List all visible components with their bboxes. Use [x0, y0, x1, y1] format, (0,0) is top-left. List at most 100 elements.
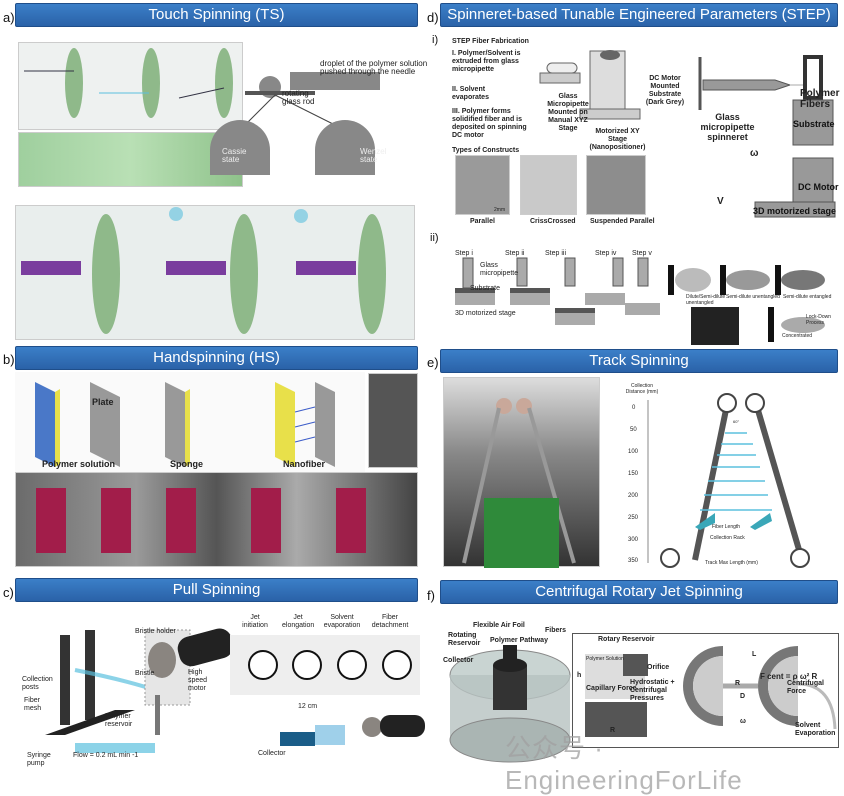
- hydrostatic-label: Hydrostatic + Centrifugal Pressures: [630, 679, 675, 702]
- flow-label: Flow = 0.2 mL min -1: [73, 752, 139, 759]
- substrate-label-ii: Substrate: [470, 285, 500, 292]
- sponge-label: Sponge: [170, 459, 203, 469]
- panel-e-label: e): [427, 355, 439, 370]
- sub-ii-label: ii): [430, 232, 439, 244]
- panel-e-title: Track Spinning: [440, 349, 838, 373]
- plates-illustration: [35, 382, 335, 467]
- polymer-pathway-label: Polymer Pathway: [490, 637, 548, 644]
- reservoir-label: Polymer reservoir: [105, 713, 133, 728]
- rotating-reservoir-label: Rotating Reservoir: [448, 632, 481, 647]
- regime-4-label: Concentrated: [782, 333, 813, 339]
- angle-label: 60°: [733, 419, 740, 424]
- concentration-regimes-drawing: [668, 265, 825, 345]
- tick-250: 250: [628, 515, 639, 521]
- watermark: 公众号 · EngineeringForLife: [505, 733, 743, 795]
- pipette-stage-label: Glass Micropipette Mounted on Manual XYZ…: [547, 93, 589, 132]
- v-label: V: [717, 196, 724, 207]
- nanofiber-label: Nanofiber: [283, 459, 326, 469]
- omega-f-label: ω: [740, 718, 746, 725]
- stage-label-ii: 3D motorized stage: [455, 310, 516, 317]
- panel-f-label: f): [427, 588, 435, 603]
- centrifugal-force-label: Centrifugal Force: [787, 680, 824, 695]
- polymer-fibers-label: Polymer Fibers: [800, 88, 840, 110]
- wenzel-label: Wenzel state: [360, 147, 387, 164]
- polymer-solution-label: Polymer solution: [42, 459, 116, 469]
- sem-image: [368, 373, 418, 468]
- tick-350: 350: [628, 558, 639, 564]
- radius-label: R: [735, 680, 741, 687]
- air-foil-label: Flexible Air Foil: [473, 622, 525, 629]
- h-label: h: [577, 672, 582, 679]
- step-iv-label: Step iv: [595, 250, 617, 257]
- crisscrossed-label: CrissCrossed: [530, 218, 576, 225]
- rod-annotation: rotating glass rod: [282, 89, 315, 106]
- R-label: R: [610, 727, 616, 734]
- tick-150: 150: [628, 471, 639, 477]
- L-label: L: [752, 651, 757, 658]
- spinning-disk-illustration: [24, 48, 233, 118]
- tick-0: 0: [632, 405, 636, 411]
- solvent-evaporation-f-label: Solvent Evaporation: [795, 722, 836, 737]
- scale-bar-label: 2mm: [494, 207, 506, 213]
- cassie-wenzel-diagram: [210, 72, 380, 175]
- step-i-label: Step i: [455, 250, 473, 257]
- construct-suspended-image: [586, 155, 646, 215]
- rjs-device-drawing: [449, 645, 571, 763]
- step-3-text: III. Polymer forms solidified fiber and …: [452, 108, 527, 139]
- polymer-solution-label-f: Polymer Solution: [586, 656, 624, 662]
- xy-stage-label: Motorized XY Stage (Nanopositioner): [589, 128, 646, 151]
- pull-spinning-diagram: [45, 628, 425, 753]
- track-photo-drawing: [462, 398, 576, 568]
- lockdown-label: Lock-Down Process: [806, 314, 832, 326]
- regime-1-label: Dilute/Semi-dilute unentangled: [686, 294, 726, 306]
- panel-b-label: b): [3, 352, 15, 367]
- collector-label-f: Collector: [443, 657, 474, 664]
- panel-a-title: Touch Spinning (TS): [15, 3, 418, 27]
- collection-rack-label: Collection Rack: [710, 535, 745, 541]
- handspinning-photos: [36, 488, 366, 553]
- ts-render-bottom: [15, 205, 415, 340]
- step-schematic: [698, 55, 836, 218]
- construct-crisscrossed-image: [520, 155, 577, 215]
- touch-spinning-steps: [21, 207, 386, 334]
- step-setup-drawing: [539, 50, 641, 120]
- sub-i-label: i): [432, 34, 439, 46]
- regime-3-label: Semi-dilute entangled: [783, 294, 832, 300]
- orifice-label: Orifice: [647, 664, 670, 671]
- track-schematic: [647, 393, 810, 568]
- substrate-label: Substrate: [793, 119, 835, 129]
- fab-title: STEP Fiber Fabrication: [452, 38, 529, 45]
- jet-initiation-label: Jet initiation: [242, 614, 268, 629]
- hs-photos: [15, 472, 418, 567]
- fiber-detachment-label: Fiber detachment: [371, 614, 409, 629]
- omega-label: ω: [750, 148, 759, 159]
- construct-parallel-image: [455, 155, 510, 215]
- collector-label: Collector: [258, 750, 286, 757]
- axis-title: Collection Distance (mm): [625, 383, 659, 395]
- glass-spinneret-label: Glass micropipette spinneret: [700, 112, 755, 142]
- tick-300: 300: [628, 537, 639, 543]
- dc-motor-substrate-label: DC Motor Mounted Substrate (Dark Grey): [645, 75, 685, 106]
- fiber-mesh-label: Fiber mesh: [24, 697, 42, 712]
- constructs-title: Types of Constructs: [452, 147, 520, 154]
- fibers-label: Fibers: [545, 627, 567, 634]
- cassie-label: Cassie state: [222, 147, 247, 164]
- 3d-stage-label: 3D motorized stage: [753, 206, 837, 216]
- regime-2-label: Semi-dilute unentangled: [726, 294, 780, 300]
- step-ii-label: Step ii: [505, 250, 525, 257]
- distance-label: 12 cm: [298, 703, 318, 710]
- fcent-label: F cent = ρ ω² R: [760, 672, 818, 681]
- ts-micrograph: [18, 132, 243, 187]
- panel-c-title: Pull Spinning: [15, 578, 418, 602]
- suspended-label: Suspended Parallel: [590, 218, 655, 225]
- tick-50: 50: [630, 427, 637, 433]
- plate-label: Plate: [92, 397, 114, 407]
- step-iii-label: Step iii: [545, 250, 567, 257]
- dc-motor-label: DC Motor: [798, 182, 839, 192]
- rjs-mechanism-drawing: [585, 646, 837, 737]
- tick-200: 200: [628, 493, 639, 499]
- capillary-label: Capillary Force: [586, 685, 637, 692]
- syringe-label: Syringe pump: [27, 752, 51, 767]
- D-label: D: [740, 693, 746, 700]
- panel-d-label: d): [427, 10, 439, 25]
